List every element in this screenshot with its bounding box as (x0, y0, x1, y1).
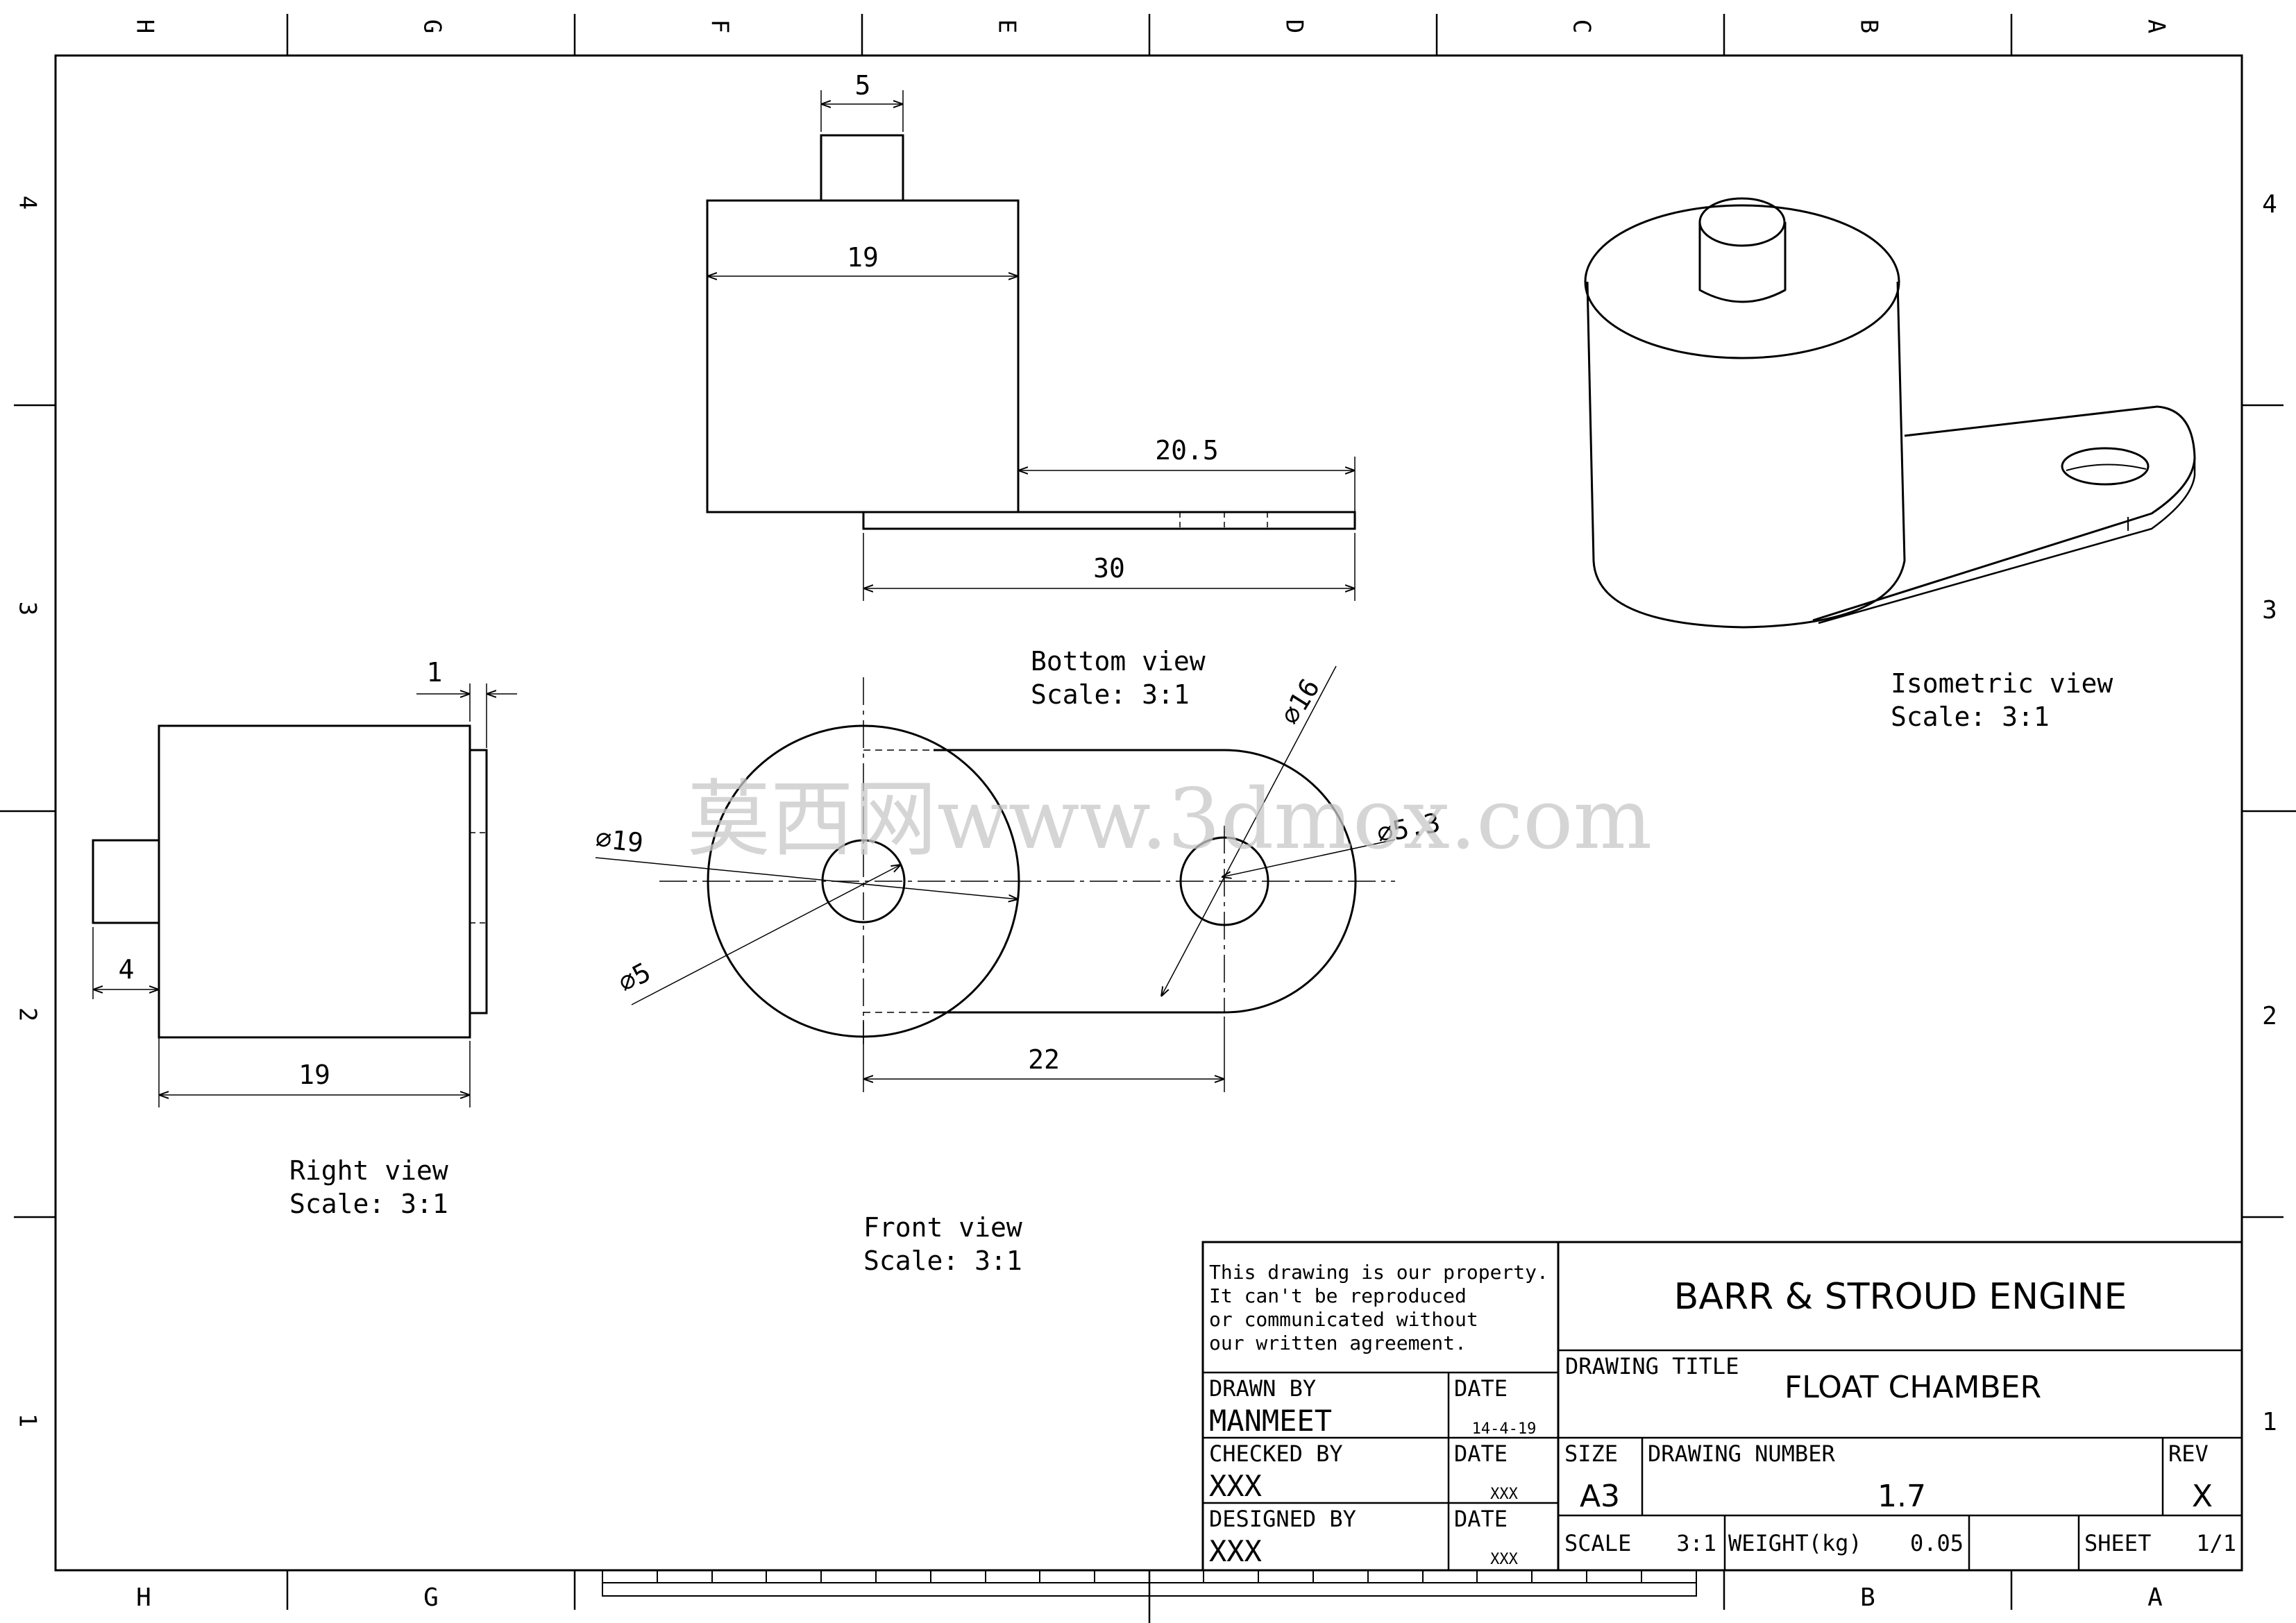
view-scale: Scale: 3:1 (1031, 679, 1190, 710)
bottom-view: 5 19 20.5 30 Bottom view Scale: 3:1 (706, 70, 1356, 710)
notice-line: or communicated without (1209, 1308, 1478, 1331)
drawn-by-value: MANMEET (1209, 1404, 1332, 1438)
zone-letter: F (706, 19, 734, 33)
zone-letter: H (131, 19, 159, 33)
checked-by-label: CHECKED BY (1209, 1441, 1343, 1467)
right-view-hidden-lines (470, 832, 487, 924)
dim-label: 19 (847, 242, 879, 273)
zone-number: 4 (2262, 190, 2277, 219)
dim-label: 19 (298, 1060, 330, 1090)
designed-date-label: DATE (1454, 1506, 1508, 1532)
notice-line: It can't be reproduced (1209, 1284, 1467, 1307)
sheet-value: 1/1 (2196, 1530, 2236, 1556)
zone-number: 2 (2262, 1002, 2277, 1030)
drawn-by-label: DRAWN BY (1209, 1375, 1316, 1402)
checked-by-value: XXX (1209, 1469, 1262, 1503)
zone-letter: A (2143, 19, 2170, 33)
zone-number: 3 (14, 602, 42, 615)
checked-date-label: DATE (1454, 1441, 1508, 1467)
dim-label: 22 (1028, 1044, 1060, 1075)
zone-numbers-right: 4 3 2 1 (2262, 190, 2277, 1436)
rev-value: X (2192, 1479, 2213, 1514)
zone-letter: G (419, 19, 446, 33)
watermark-text: 莫西网www.3dmox.com (687, 772, 1652, 868)
dim-label: ⌀19 (594, 823, 645, 858)
dim-label: 20.5 (1155, 435, 1219, 466)
view-scale: Scale: 3:1 (863, 1246, 1022, 1276)
rev-label: REV (2168, 1441, 2209, 1467)
front-view-centerlines (659, 677, 1395, 1044)
notice-line: our written agreement. (1209, 1332, 1467, 1354)
bottom-view-dimensions (707, 90, 1356, 601)
zone-number: 1 (14, 1413, 42, 1427)
zone-number: 2 (14, 1008, 42, 1021)
zone-letter: E (993, 19, 1021, 33)
drawing-title-label: DRAWING TITLE (1565, 1353, 1739, 1379)
designed-by-value: XXX (1209, 1534, 1262, 1568)
dim-label: ⌀5 (614, 957, 656, 999)
zone-number: 3 (2262, 596, 2277, 624)
title-block-grid (1201, 1241, 2243, 1572)
drawing-number-value: 1.7 (1877, 1479, 1926, 1514)
drawn-date-value: 14-4-19 (1472, 1420, 1537, 1438)
drawn-date-label: DATE (1454, 1375, 1508, 1402)
zone-letter: H (136, 1583, 151, 1612)
dim-label: ⌀16 (1274, 673, 1326, 730)
view-name: Bottom view (1031, 646, 1206, 677)
bottom-view-outline (706, 134, 1356, 530)
weight-label: WEIGHT(kg) (1728, 1530, 1862, 1556)
front-view-dimensions (595, 665, 1396, 1092)
scale-value: 3:1 (1676, 1530, 1716, 1556)
right-view-dimensions (92, 683, 517, 1107)
zone-numbers-left: 4 3 2 1 (14, 196, 42, 1427)
view-name: Front view (863, 1212, 1022, 1243)
view-scale: Scale: 3:1 (1891, 702, 2050, 732)
view-name: Right view (289, 1155, 448, 1186)
zone-letter: B (1855, 19, 1883, 33)
drawing-number-label: DRAWING NUMBER (1648, 1441, 1835, 1467)
sheet-frame (0, 14, 2296, 1623)
dim-label: 30 (1093, 553, 1125, 584)
zone-number: 1 (2262, 1408, 2277, 1436)
zone-letter: C (1568, 19, 1596, 33)
zone-letter: A (2147, 1583, 2163, 1612)
zone-letter: B (1860, 1583, 1875, 1612)
isometric-view: Isometric view Scale: 3:1 (1584, 197, 2196, 732)
dim-label: 4 (119, 954, 135, 985)
zone-number: 4 (14, 196, 42, 210)
size-value: A3 (1580, 1479, 1620, 1514)
front-view: ⌀19 ⌀5 ⌀16 ⌀5.3 22 Front view Scale: 3:1 (594, 665, 1443, 1276)
company-name: BARR & STROUD ENGINE (1674, 1276, 2127, 1318)
title-block: This drawing is our property. It can't b… (1201, 1241, 2243, 1572)
size-label: SIZE (1564, 1441, 1618, 1467)
bottom-view-hidden-lines (1179, 512, 1268, 529)
sheet-label: SHEET (2084, 1530, 2151, 1556)
view-scale: Scale: 3:1 (289, 1189, 448, 1219)
zone-letters-bottom: H G B A (136, 1583, 2163, 1612)
right-view: 1 4 19 Right view Scale: 3:1 (92, 657, 517, 1219)
checked-date-value: XXX (1490, 1486, 1518, 1503)
right-view-outline (92, 724, 488, 1039)
zone-letter: D (1281, 19, 1308, 33)
dim-label: 1 (427, 657, 443, 688)
zone-letters-top: H G F E D C B A (131, 19, 2170, 33)
designed-by-label: DESIGNED BY (1209, 1506, 1356, 1532)
designed-date-value: XXX (1490, 1551, 1518, 1568)
dim-label: 5 (855, 70, 871, 101)
weight-value: 0.05 (1910, 1530, 1964, 1556)
notice-line: This drawing is our property. (1209, 1261, 1548, 1284)
isometric-part (1584, 197, 2196, 629)
scale-label: SCALE (1564, 1530, 1631, 1556)
view-name: Isometric view (1891, 668, 2113, 699)
drawing-title: FLOAT CHAMBER (1784, 1370, 2041, 1405)
zone-letter: G (423, 1583, 439, 1612)
